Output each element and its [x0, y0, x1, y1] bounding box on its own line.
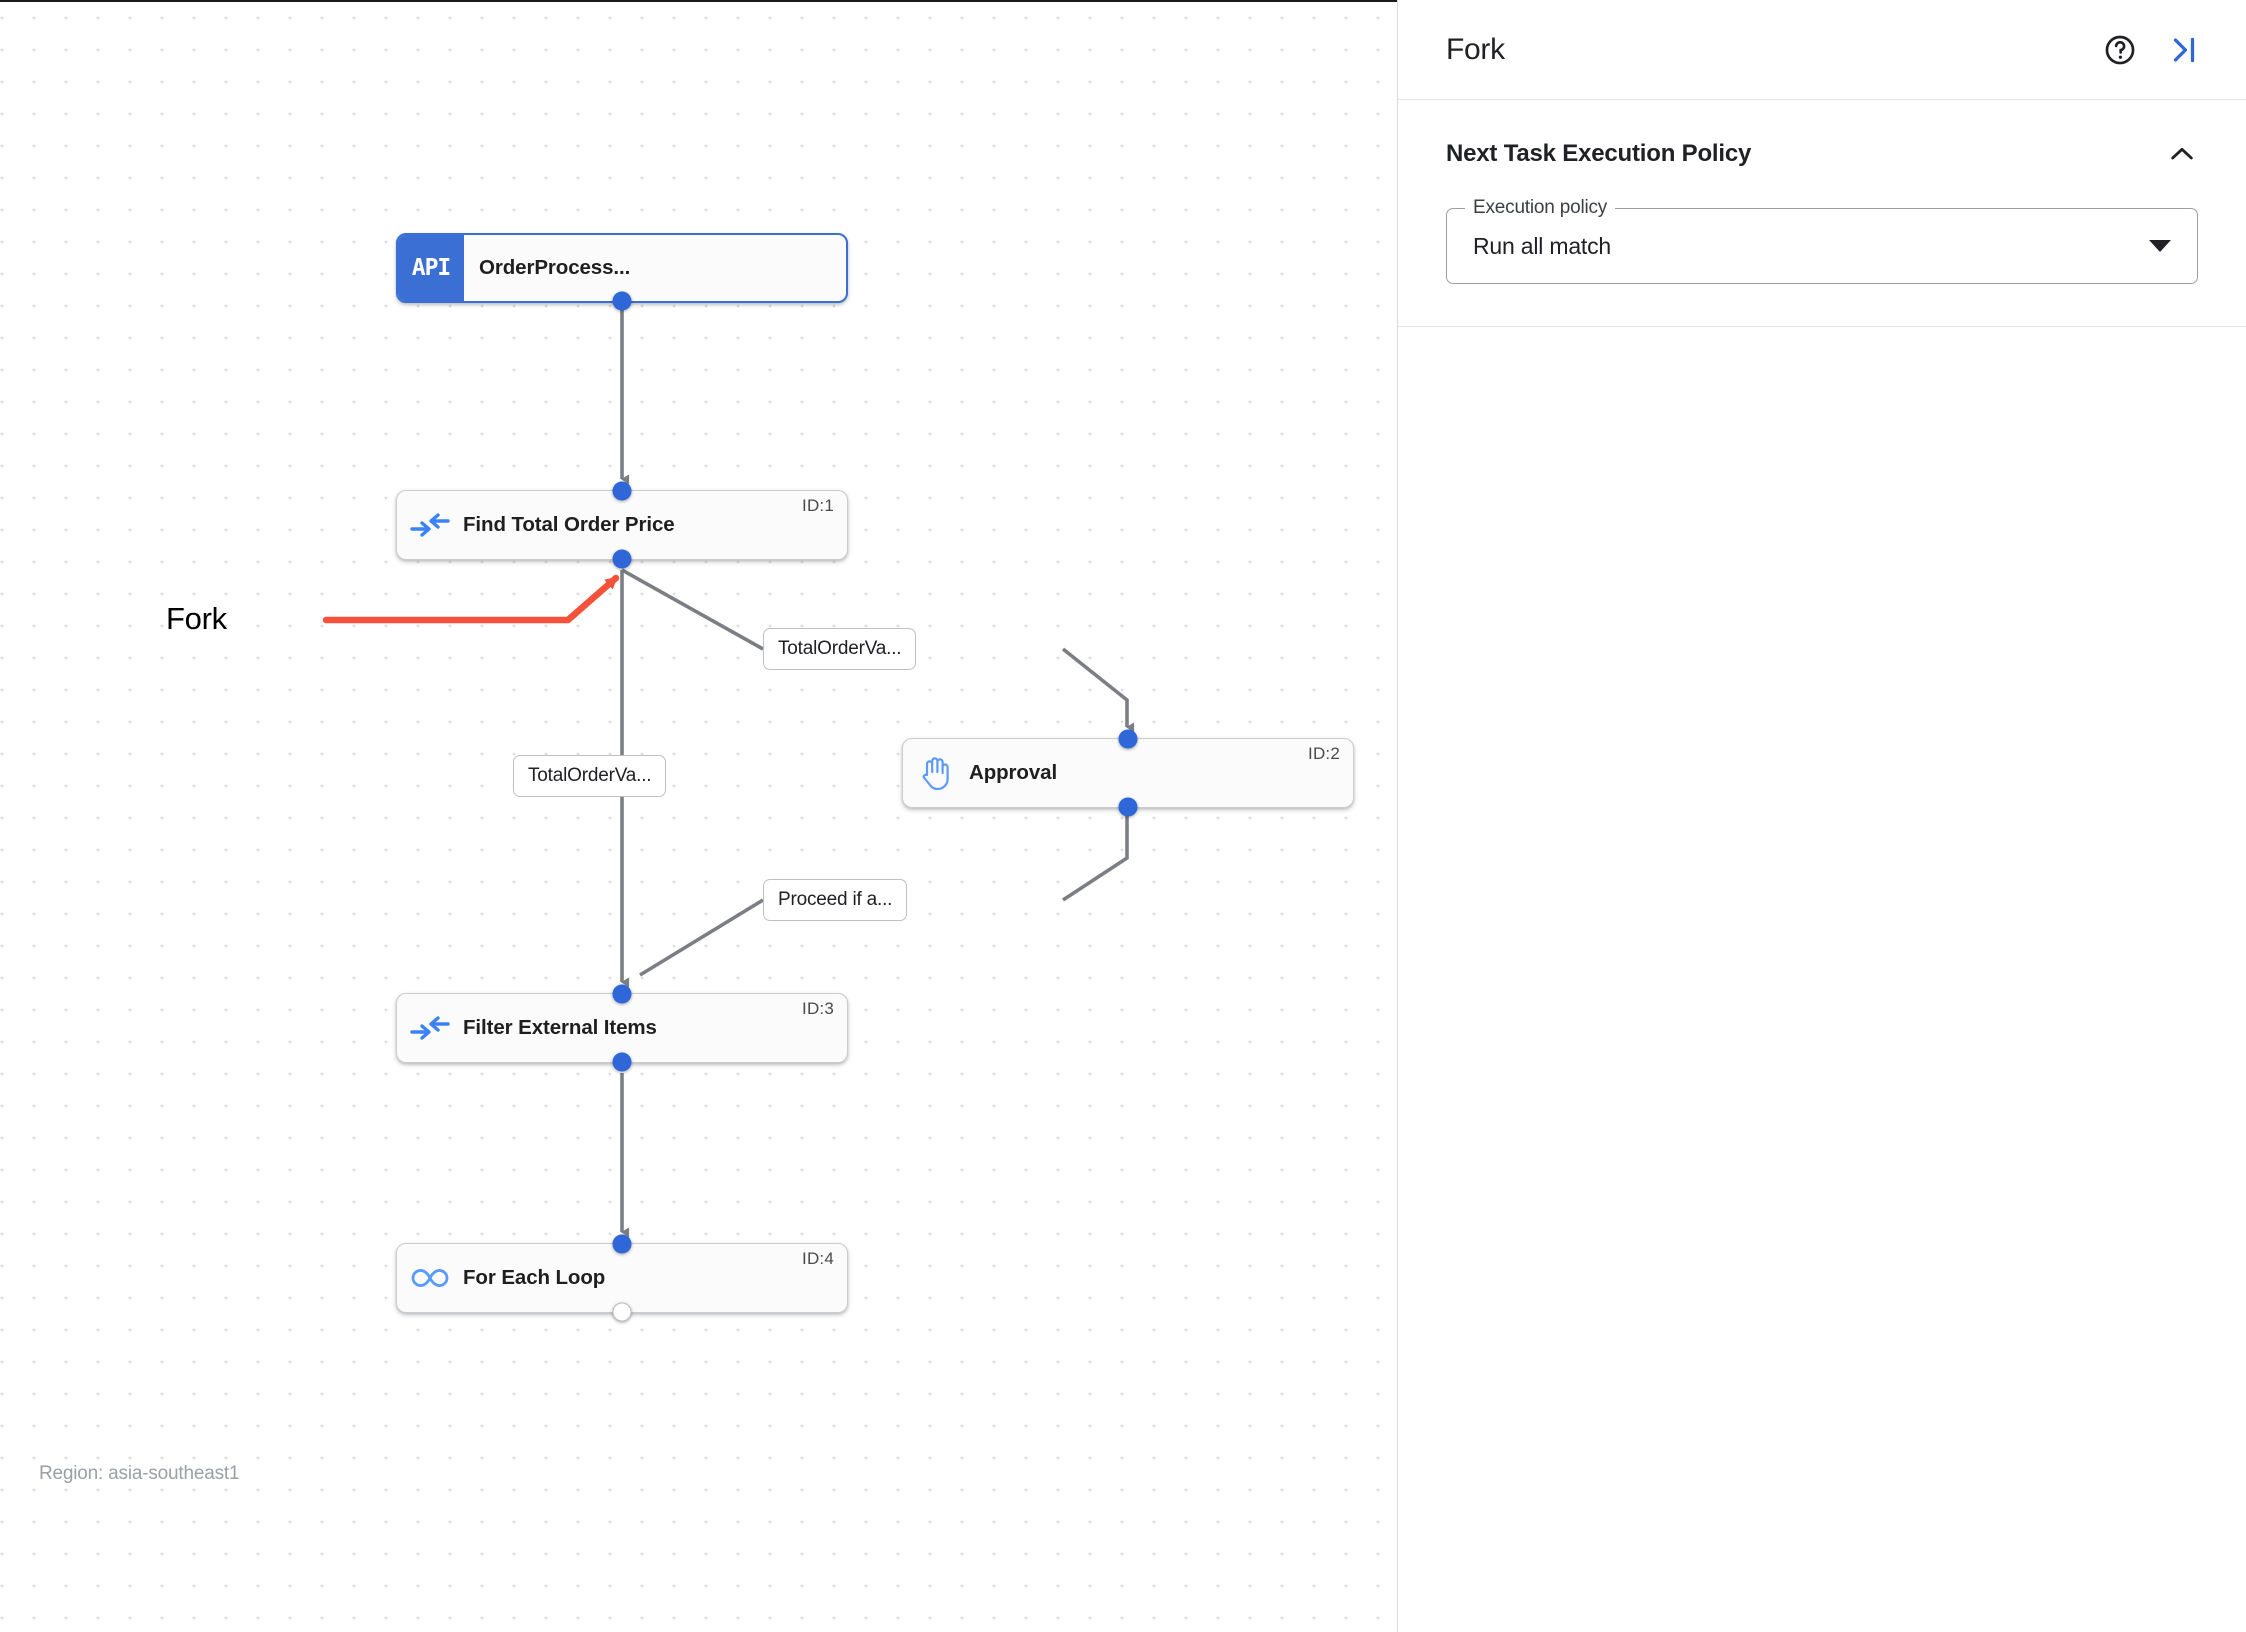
node-title: For Each Loop: [463, 1266, 606, 1289]
next-task-execution-policy-section: Next Task Execution Policy Execution pol…: [1398, 100, 2246, 327]
node-output-handle[interactable]: [612, 1052, 632, 1072]
section-header[interactable]: Next Task Execution Policy: [1446, 138, 2198, 170]
panel-title: Fork: [1446, 32, 1505, 66]
panel-header: Fork: [1398, 0, 2246, 100]
node-output-handle[interactable]: [612, 1302, 632, 1322]
api-badge-text: API: [411, 255, 452, 281]
node-id-label: ID:3: [802, 999, 834, 1018]
node-find-total-order-price[interactable]: Find Total Order Price ID:1: [396, 481, 848, 569]
node-input-handle[interactable]: [612, 1234, 632, 1254]
collapse-right-icon[interactable]: [2167, 33, 2201, 67]
node-output-handle[interactable]: [612, 291, 632, 311]
node-input-handle[interactable]: [1118, 729, 1138, 749]
api-icon: API: [398, 235, 464, 301]
edge-label-text: TotalOrderVa...: [528, 765, 652, 786]
node-output-handle[interactable]: [612, 549, 632, 569]
properties-panel: Fork Next Task Execution Policy: [1398, 0, 2246, 1632]
execution-policy-label: Execution policy: [1465, 197, 1616, 219]
execution-policy-select[interactable]: Execution policy Run all match: [1446, 197, 2198, 284]
workflow-canvas[interactable]: TotalOrderVa... TotalOrderVa... Proceed …: [0, 0, 1398, 1632]
hand-icon: [903, 755, 969, 791]
caret-down-icon[interactable]: [2149, 240, 2171, 252]
node-title: Filter External Items: [463, 1016, 657, 1039]
infinity-icon: [397, 1266, 463, 1290]
node-for-each-loop[interactable]: For Each Loop ID:4: [396, 1234, 848, 1322]
node-approval[interactable]: Approval ID:2: [902, 729, 1354, 817]
execution-policy-value: Run all match: [1473, 232, 1612, 259]
node-title: Find Total Order Price: [463, 513, 675, 536]
node-title: OrderProcess...: [479, 256, 631, 279]
edge-label-chip[interactable]: TotalOrderVa...: [763, 628, 917, 670]
help-circle-icon[interactable]: [2103, 33, 2137, 67]
node-order-process[interactable]: API OrderProcess...: [396, 233, 848, 311]
edge-label-text: Proceed if a...: [778, 889, 893, 910]
annotation-label-fork: Fork: [166, 601, 227, 636]
section-title: Next Task Execution Policy: [1446, 140, 1752, 167]
node-input-handle[interactable]: [612, 984, 632, 1004]
node-output-handle[interactable]: [1118, 797, 1138, 817]
node-input-handle[interactable]: [612, 481, 632, 501]
node-id-label: ID:1: [802, 496, 834, 515]
merge-arrows-icon: [397, 1015, 463, 1041]
node-title: Approval: [969, 761, 1058, 784]
edge-label-chip[interactable]: TotalOrderVa...: [513, 755, 667, 797]
node-id-label: ID:4: [802, 1249, 834, 1268]
edge-label-text: TotalOrderVa...: [778, 638, 902, 659]
region-label: Region: asia-southeast1: [39, 1463, 240, 1484]
node-id-label: ID:2: [1308, 744, 1340, 763]
node-filter-external-items[interactable]: Filter External Items ID:3: [396, 984, 848, 1072]
chevron-up-icon[interactable]: [2166, 138, 2198, 170]
canvas-top-rule: [0, 0, 1397, 2]
merge-arrows-icon: [397, 512, 463, 538]
edge-label-chip[interactable]: Proceed if a...: [763, 879, 908, 921]
